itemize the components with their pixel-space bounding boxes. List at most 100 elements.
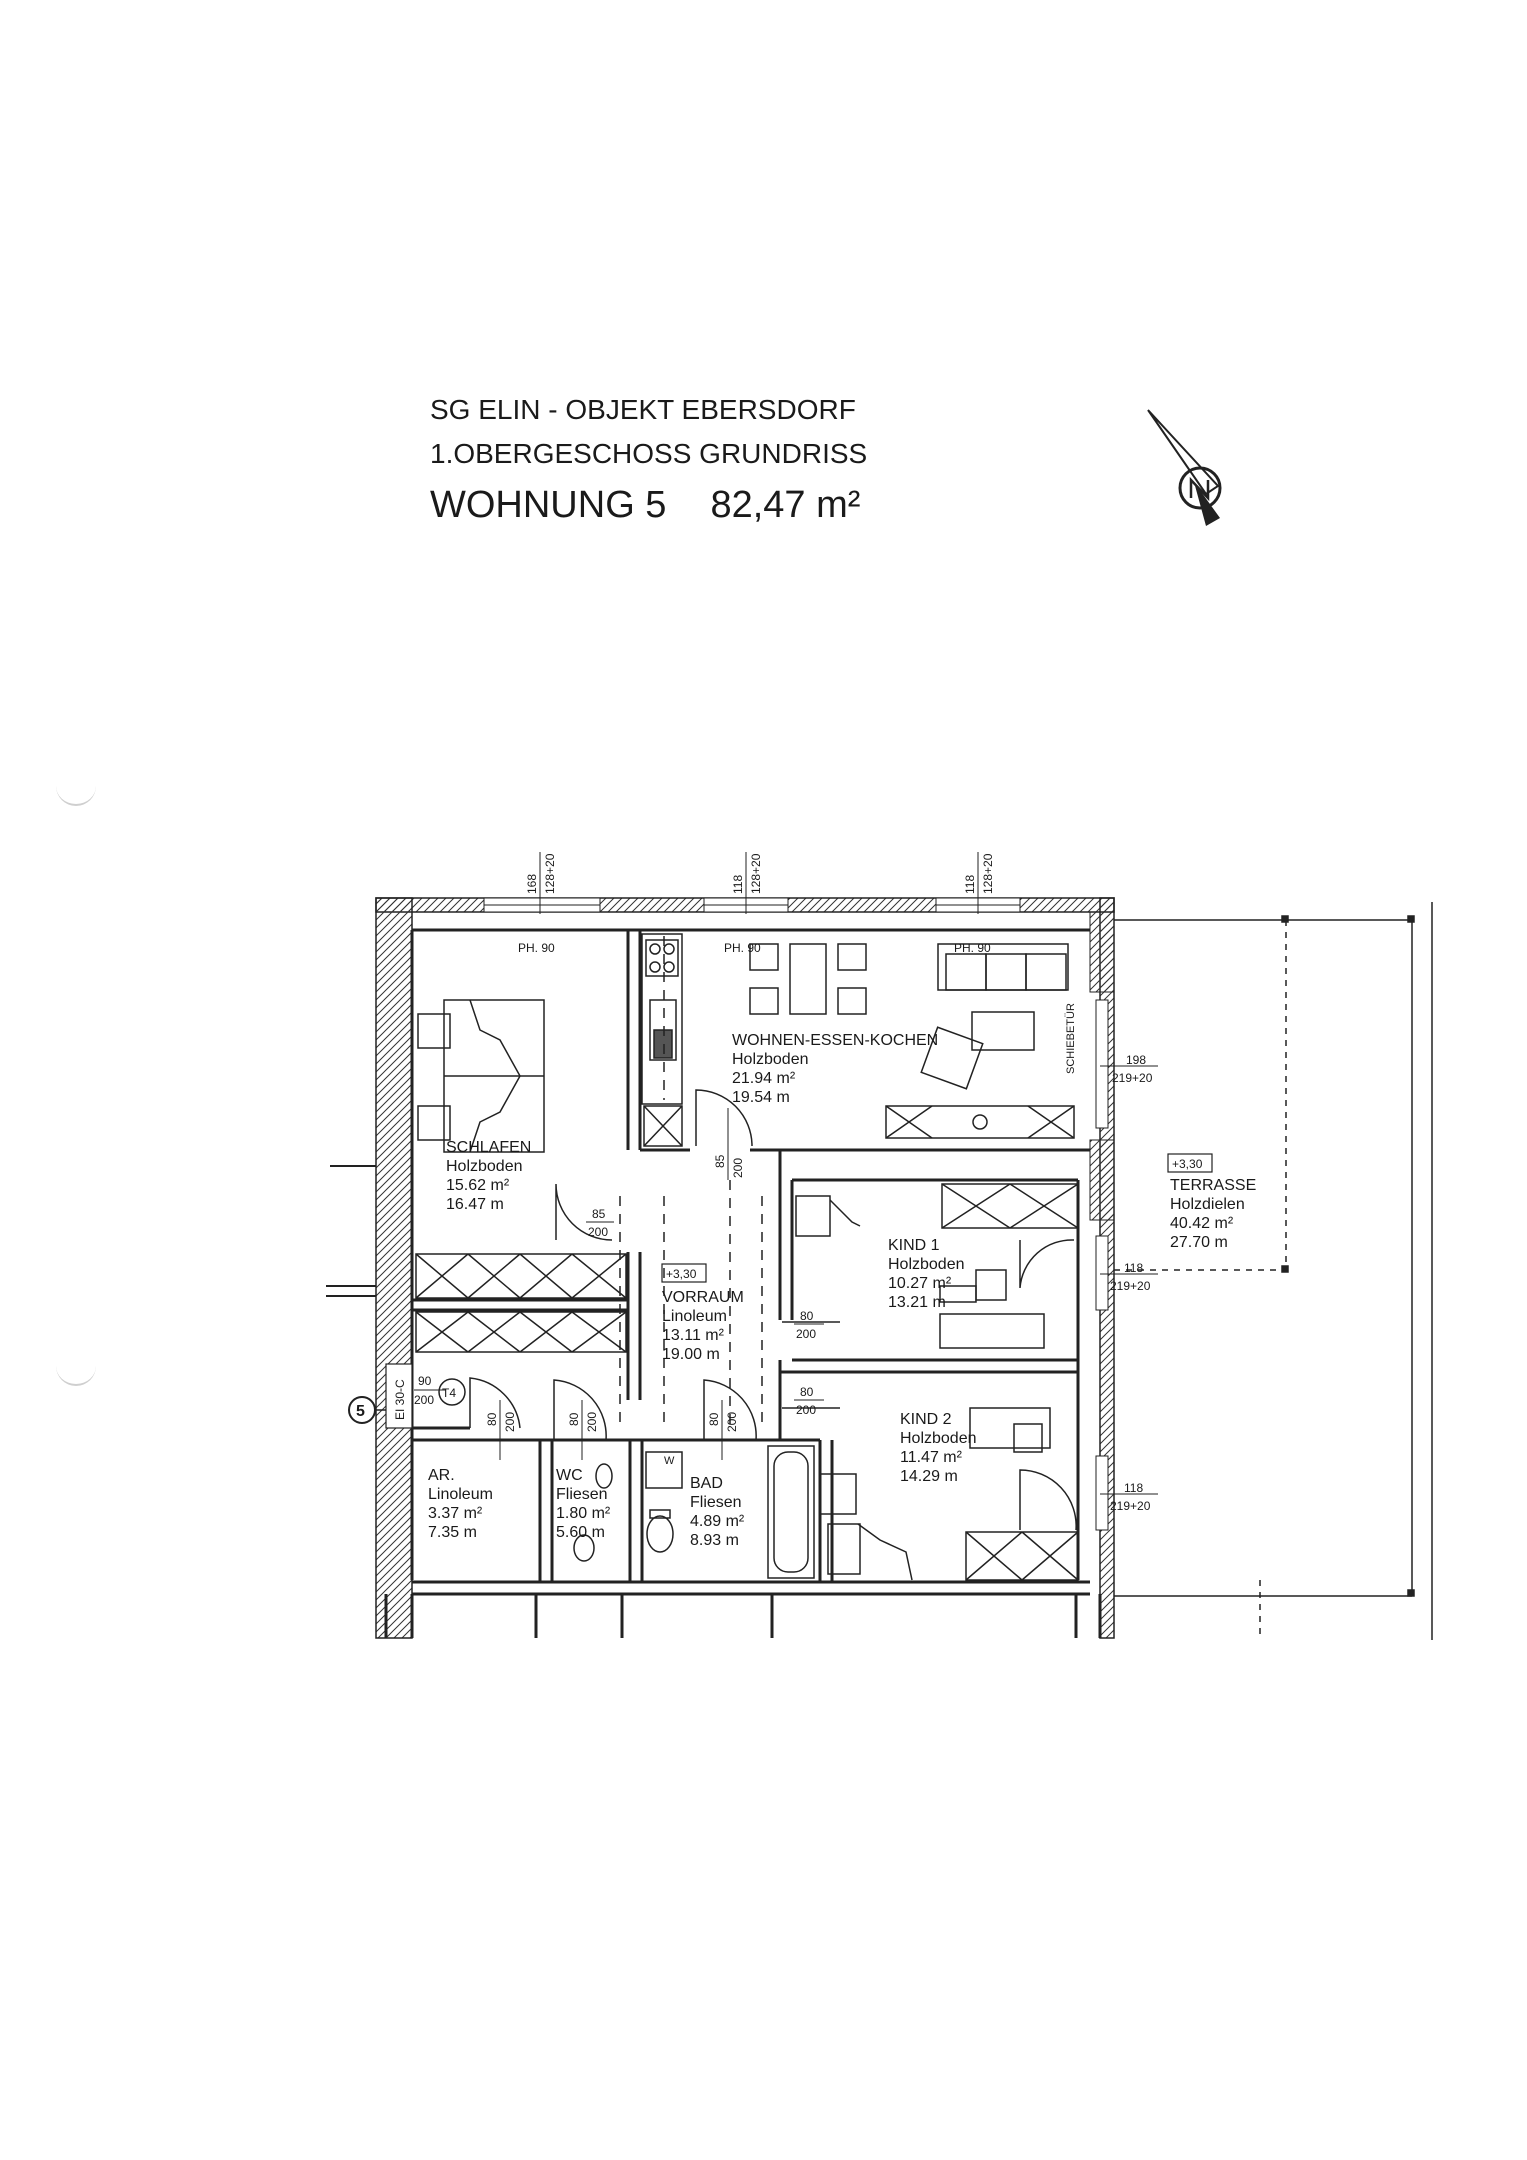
dimension-label: PH. 90 bbox=[518, 941, 555, 955]
punch-hole-top bbox=[56, 782, 96, 806]
room-name: AR. bbox=[428, 1467, 455, 1484]
lower-walls bbox=[384, 1594, 1102, 1638]
room-floor: Holzboden bbox=[732, 1051, 809, 1068]
north-arrow-icon bbox=[1147, 409, 1222, 526]
unit-title: WOHNUNG 5 82,47 m² bbox=[430, 484, 860, 527]
dimension-label: 219+20 bbox=[1110, 1279, 1151, 1293]
wardrobes bbox=[415, 1105, 1079, 1581]
level-mark: +3,30 bbox=[1172, 1157, 1203, 1171]
unit-number-badge: 5 bbox=[356, 1403, 365, 1420]
room-floor: Holzboden bbox=[888, 1256, 965, 1273]
dimension-label: 200 bbox=[414, 1393, 434, 1407]
room-floor: Linoleum bbox=[428, 1486, 493, 1503]
room-area: 10.27 m² bbox=[888, 1275, 952, 1292]
room-area: 11.47 m² bbox=[900, 1449, 963, 1466]
room-wohnen: WOHNEN-ESSEN-KOCHEN Holzboden 21.94 m² 1… bbox=[732, 1032, 938, 1106]
exterior-walls bbox=[375, 897, 1115, 1639]
dimension-label: 128+20 bbox=[749, 853, 763, 894]
dimension-label: 80 bbox=[800, 1385, 814, 1399]
dimension-label: 85 bbox=[713, 1154, 727, 1168]
dimension-label: 200 bbox=[585, 1412, 599, 1432]
room-area: 1.80 m² bbox=[556, 1505, 611, 1522]
room-perimeter: 19.54 m bbox=[732, 1089, 790, 1106]
room-name: KIND 2 bbox=[900, 1411, 952, 1428]
room-kind2: KIND 2 Holzboden 11.47 m² 14.29 m bbox=[900, 1411, 977, 1485]
room-area: 15.62 m² bbox=[446, 1177, 510, 1194]
room-perimeter: 7.35 m bbox=[428, 1524, 477, 1541]
dimension-label: 118 bbox=[1124, 1481, 1143, 1495]
interior-walls bbox=[410, 928, 1090, 1596]
door-dimensions: 85 200 85 200 80 200 80 200 80 200 80 20… bbox=[485, 1108, 824, 1460]
room-perimeter: 5.60 m bbox=[556, 1524, 605, 1541]
room-area: 21.94 m² bbox=[732, 1070, 796, 1087]
dimension-label: 200 bbox=[731, 1158, 745, 1178]
dimension-label: 80 bbox=[485, 1412, 499, 1426]
dimension-label: 168 bbox=[525, 874, 539, 894]
door-swings bbox=[469, 1089, 1077, 1531]
windows bbox=[483, 897, 1109, 1531]
dimension-label: PH. 90 bbox=[954, 941, 991, 955]
fire-rating: EI 30-C bbox=[393, 1379, 407, 1420]
room-terrasse: +3,30 TERRASSE Holzdielen 40.42 m² 27.70… bbox=[1167, 1153, 1256, 1251]
dimension-label: 219+20 bbox=[1112, 1071, 1153, 1085]
room-ar: AR. Linoleum 3.37 m² 7.35 m bbox=[428, 1467, 493, 1541]
unit-area: 82,47 m² bbox=[710, 484, 861, 526]
room-perimeter: 19.00 m bbox=[662, 1346, 720, 1363]
bath-w-label: W bbox=[664, 1455, 675, 1467]
kids-furniture bbox=[795, 1195, 1051, 1581]
dimension-label: 80 bbox=[707, 1412, 721, 1426]
room-area: 13.11 m² bbox=[662, 1327, 725, 1344]
dimension-label: 118 bbox=[1124, 1261, 1143, 1275]
dimension-label: 85 bbox=[592, 1207, 606, 1221]
dimension-label: 198 bbox=[1126, 1053, 1146, 1067]
kitchen-furniture bbox=[641, 933, 1069, 1105]
dimension-label: 200 bbox=[796, 1327, 816, 1341]
room-floor: Fliesen bbox=[556, 1486, 608, 1503]
terrace-outline bbox=[1114, 902, 1433, 1640]
dimension-label: 128+20 bbox=[543, 853, 557, 894]
sanitary-fixtures bbox=[573, 1445, 815, 1579]
entry-door: EI 30-C 90 200 T4 5 bbox=[348, 1363, 466, 1429]
level-mark: +3,30 bbox=[666, 1267, 697, 1281]
room-name: WC bbox=[556, 1467, 583, 1484]
room-floor: Fliesen bbox=[690, 1494, 742, 1511]
room-floor: Holzboden bbox=[446, 1158, 523, 1175]
room-name: VORRAUM bbox=[662, 1289, 744, 1306]
room-area: 3.37 m² bbox=[428, 1505, 483, 1522]
room-perimeter: 27.70 m bbox=[1170, 1234, 1228, 1251]
room-perimeter: 13.21 m bbox=[888, 1294, 946, 1311]
dimension-label: 118 bbox=[731, 875, 745, 894]
room-name: TERRASSE bbox=[1170, 1177, 1256, 1194]
double-bed bbox=[417, 999, 545, 1153]
dimension-label: 80 bbox=[567, 1412, 581, 1426]
room-area: 40.42 m² bbox=[1170, 1215, 1234, 1232]
room-name: WOHNEN-ESSEN-KOCHEN bbox=[732, 1032, 938, 1049]
door-type: T4 bbox=[442, 1386, 456, 1400]
project-title: SG ELIN - OBJEKT EBERSDORF bbox=[430, 394, 856, 425]
dimension-label: 200 bbox=[503, 1412, 517, 1432]
dimension-label: 128+20 bbox=[981, 853, 995, 894]
dashed-lines bbox=[619, 936, 763, 1430]
window-dimensions: 168 128+20 PH. 90 118 128+20 PH. 90 118 … bbox=[518, 852, 995, 955]
room-perimeter: 16.47 m bbox=[446, 1196, 504, 1213]
sliding-door-label: SCHIEBETÜR bbox=[1065, 1003, 1077, 1074]
room-name: SCHLAFEN bbox=[446, 1139, 531, 1156]
room-vorraum: +3,30 VORRAUM Linoleum 13.11 m² 19.00 m bbox=[661, 1263, 744, 1363]
dimension-label: 219+20 bbox=[1110, 1499, 1151, 1513]
unit-name: WOHNUNG 5 bbox=[430, 484, 667, 526]
room-floor: Holzboden bbox=[900, 1430, 977, 1447]
dimension-label: 200 bbox=[725, 1412, 739, 1432]
room-floor: Linoleum bbox=[662, 1308, 727, 1325]
room-wc: WC Fliesen 1.80 m² 5.60 m bbox=[556, 1467, 611, 1541]
room-name: BAD bbox=[690, 1475, 723, 1492]
left-stubs bbox=[326, 1165, 376, 1297]
side-window-dimensions: 198 219+20 SCHIEBETÜR 118 219+20 118 219… bbox=[1065, 1003, 1158, 1513]
room-area: 4.89 m² bbox=[690, 1513, 745, 1530]
dimension-label: 80 bbox=[800, 1309, 814, 1323]
room-perimeter: 8.93 m bbox=[690, 1532, 739, 1549]
room-floor: Holzdielen bbox=[1170, 1196, 1245, 1213]
floor-title: 1.OBERGESCHOSS GRUNDRISS bbox=[430, 438, 868, 469]
dimension-label: PH. 90 bbox=[724, 941, 761, 955]
dimension-label: 118 bbox=[963, 875, 977, 894]
